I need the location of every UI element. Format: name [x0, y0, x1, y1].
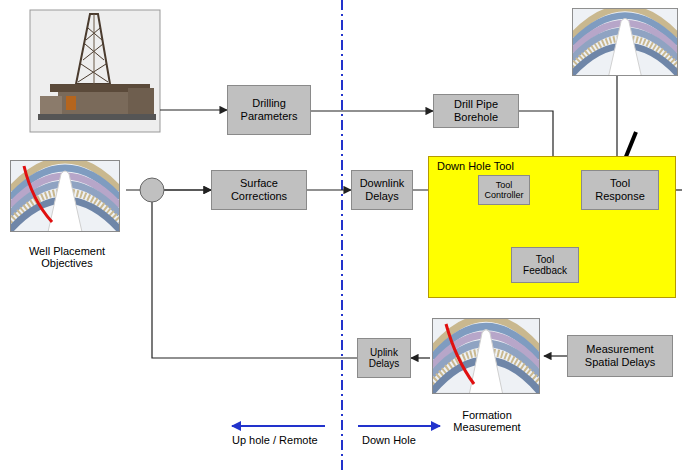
process-box: Surface Corrections [211, 170, 307, 210]
formation-picture [10, 160, 120, 232]
node-label: Drilling Parameters [232, 97, 306, 122]
tool-panel: Down Hole ToolTool Controller Tool Respon… [428, 156, 676, 298]
process-box: Measurement Spatial Delays [567, 335, 673, 377]
picture-node: Well Placement Objectives [8, 158, 126, 270]
drilling-rig-picture [30, 10, 160, 132]
connector-arrow [152, 190, 357, 358]
node-label: Downlink Delays [356, 177, 408, 202]
node-label: Tool Feedback [516, 254, 574, 277]
well-path [24, 166, 52, 222]
region-label: Down Hole [362, 434, 416, 446]
connector-arrow [311, 110, 433, 111]
process-box: Uplink Delays [357, 338, 411, 378]
process-box: Drilling Parameters [227, 85, 311, 135]
direction-arrow [358, 425, 440, 427]
node-label: Drill Pipe Borehole [438, 98, 514, 123]
node-label: Tool Controller [483, 180, 524, 201]
region-label: Up hole / Remote [232, 434, 318, 446]
picture-node: Formation Measurement [430, 316, 544, 434]
process-box: Tool Controller [478, 175, 529, 205]
node-label: Uplink Delays [362, 347, 406, 370]
node-label: Measurement Spatial Delays [572, 343, 668, 368]
node-label: Tool Response [586, 177, 654, 202]
process-box: Downlink Delays [351, 170, 413, 210]
well-path [446, 324, 474, 384]
formation-picture [432, 318, 540, 394]
process-box: Drill Pipe Borehole [433, 94, 519, 127]
process-box: Tool Response [581, 170, 659, 210]
panel-heading: Down Hole Tool [437, 160, 514, 173]
divider-line [341, 0, 343, 471]
node-label: Well Placement Objectives [10, 245, 124, 270]
signal-line [160, 109, 227, 110]
connector-arrow [544, 355, 567, 356]
connector-arrow [307, 189, 351, 190]
process-box: Tool Feedback [511, 247, 579, 283]
connector-arrow [411, 357, 430, 358]
summing-junction [140, 178, 164, 202]
direction-arrow [232, 425, 325, 427]
node-label: Surface Corrections [216, 177, 302, 202]
formation-picture [572, 8, 678, 76]
node-label: Formation Measurement [432, 409, 542, 434]
